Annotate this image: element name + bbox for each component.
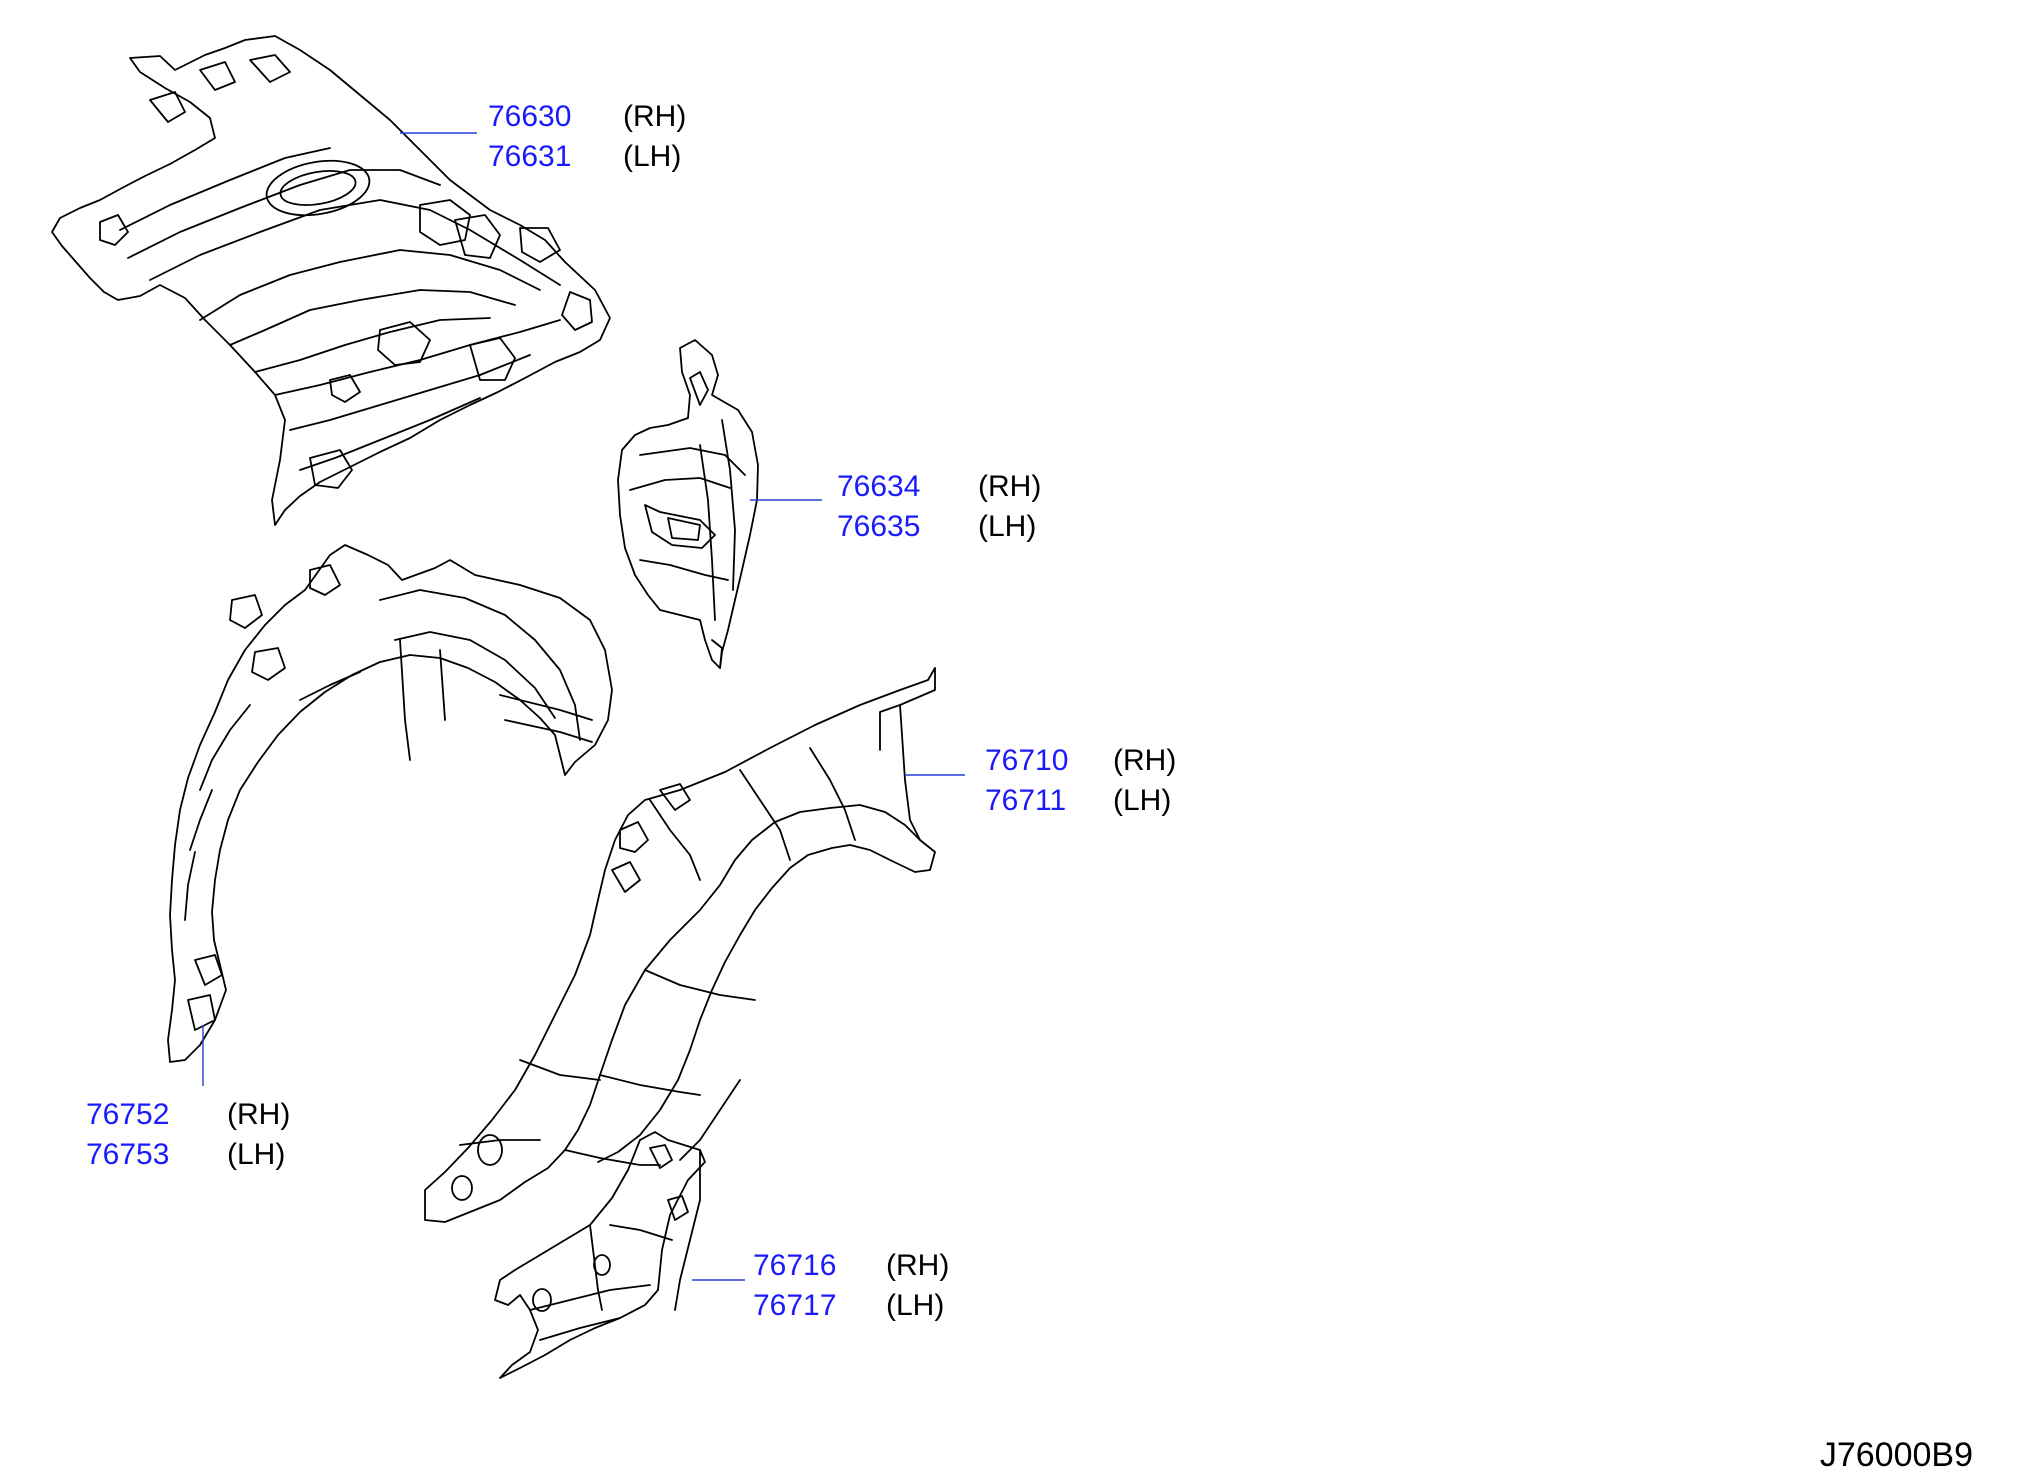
side-label-rh: (RH) (1113, 744, 1176, 777)
diagram-code: J76000B9 (1820, 1436, 1973, 1474)
part-number-rh[interactable]: 76710 (985, 744, 1068, 777)
part-wheel-house-inner (167, 544, 613, 1063)
part-number-rh[interactable]: 76634 (837, 470, 920, 503)
part-lower-extension (494, 1131, 706, 1379)
side-label-rh: (RH) (623, 100, 686, 133)
side-label-rh: (RH) (978, 470, 1041, 503)
part-number-rh[interactable]: 76630 (488, 100, 571, 133)
part-number-rh[interactable]: 76716 (753, 1249, 836, 1282)
part-number-lh[interactable]: 76635 (837, 510, 920, 543)
part-bracket (617, 339, 759, 669)
side-label-lh: (LH) (886, 1289, 944, 1322)
callout-76752-76753: 76752 (RH) 76753 (LH) (86, 1098, 290, 1171)
callout-76630-76631: 76630 (RH) 76631 (LH) (488, 100, 686, 173)
part-number-lh[interactable]: 76631 (488, 140, 571, 173)
side-label-lh: (LH) (623, 140, 681, 173)
side-label-lh: (LH) (978, 510, 1036, 543)
part-number-lh[interactable]: 76711 (985, 784, 1066, 817)
callout-76716-76717: 76716 (RH) 76717 (LH) (753, 1249, 949, 1322)
part-rear-fender-inner (424, 667, 936, 1223)
callout-76634-76635: 76634 (RH) 76635 (LH) (837, 470, 1041, 543)
side-label-lh: (LH) (1113, 784, 1171, 817)
callout-76710-76711: 76710 (RH) 76711 (LH) (985, 744, 1176, 817)
side-label-lh: (LH) (227, 1138, 285, 1171)
side-label-rh: (RH) (227, 1098, 290, 1131)
part-number-lh[interactable]: 76717 (753, 1289, 836, 1322)
part-number-rh[interactable]: 76752 (86, 1098, 169, 1131)
part-number-lh[interactable]: 76753 (86, 1138, 169, 1171)
side-label-rh: (RH) (886, 1249, 949, 1282)
part-upper-pillar-inner (51, 35, 611, 526)
